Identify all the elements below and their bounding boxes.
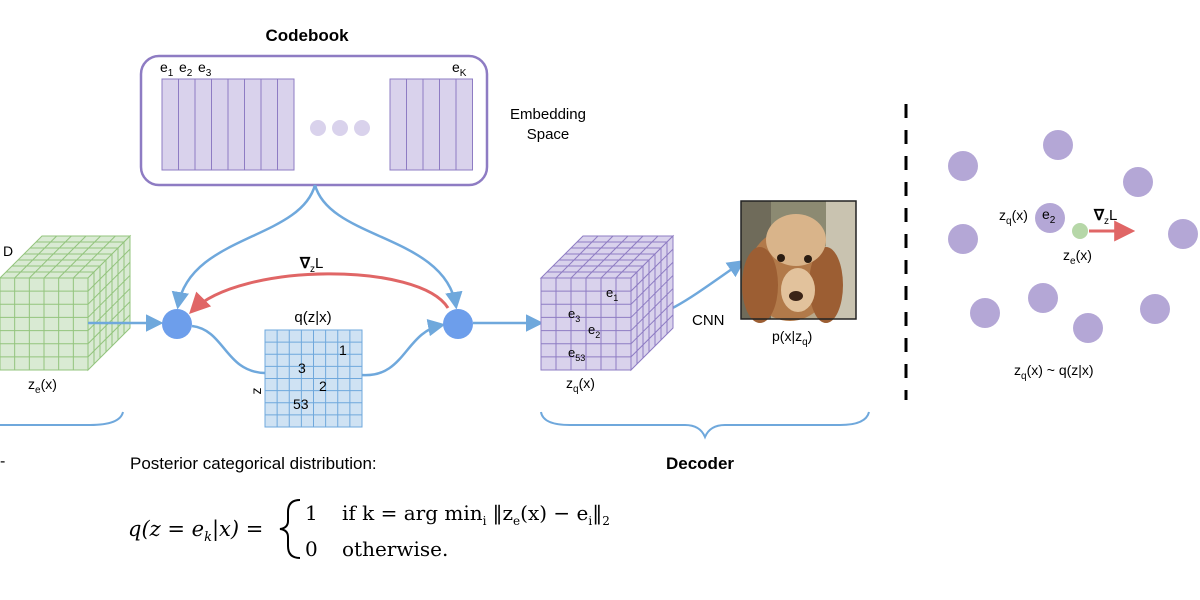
codebook-label-eK: eK [452,59,467,79]
encoder-dim-label: D [3,243,13,259]
right-zq-label: zq(x) [999,207,1028,227]
decoder-cube-e2: e2 [588,322,600,340]
formula-lhs: q(z = ek|x) = [128,517,263,545]
ellipsis-dot [332,120,348,136]
arrow-left-node-to-grid [191,324,266,375]
ellipsis-dot [354,120,370,136]
posterior-grid [264,329,363,428]
codebook-point [1073,313,1103,343]
embedding-space-line2: Space [527,126,570,143]
decoder-cube [539,234,675,372]
formula-case2-condition: otherwise. [342,537,448,561]
codebook-point [948,151,978,181]
encoder-brace [0,411,124,427]
grid-title: q(z|x) [294,309,331,326]
left-cut-mark: - [0,453,5,470]
decoder-label: Decoder [666,454,734,473]
right-ze-label: ze(x) [1063,247,1092,267]
codebook-point [1168,219,1198,249]
ellipsis-dot [310,120,326,136]
right-gradient-label: ∇zL [1093,207,1117,227]
posterior-formula: q(z = ek|x) = 1 if k = arg mini‖ze(x) − … [128,499,610,561]
encoder-cube [0,234,132,372]
codebook-point [948,224,978,254]
decoder-cube-e3: e3 [568,306,580,324]
codebook-ellipsis [310,120,370,136]
decoder-cube-e53: e53 [568,345,585,363]
codebook-point-e2 [1035,203,1065,233]
codebook-point [1123,167,1153,197]
codebook-label-e3: e3 [198,59,212,79]
node-right [443,309,473,339]
formula-brace [279,499,301,559]
grid-cell-2: 2 [319,378,327,394]
reconstructed-dog-image [740,200,857,323]
cnn-label: CNN [692,312,725,329]
right-bottom-label: zq(x) ~ q(z|x) [1014,362,1094,382]
node-left [162,309,192,339]
arrow-codebook-to-right-node [313,184,463,310]
arrow-grid-to-right-node [361,319,446,377]
grid-axis-label: z [248,388,264,395]
decoder-output-label: zq(x) [566,375,595,395]
grid-cell-53: 53 [293,396,309,412]
codebook-title: Codebook [265,26,349,45]
embedding-space-line1: Embedding [510,106,586,123]
codebook-label-e1: e1 [160,59,174,79]
posterior-heading: Posterior categorical distribution: [130,454,377,473]
embedding-points [948,130,1198,343]
right-e2-label: e2 [1042,206,1056,226]
image-caption: p(x|zq) [772,328,812,348]
decoder-cube-e1: e1 [606,285,618,303]
decoder-brace [540,411,870,440]
formula-case1-condition: if k = arg mini‖ze(x) − ei‖2 [342,501,610,528]
gradient-arrow [189,272,450,314]
gradient-label: ∇zL [299,255,323,275]
codebook-point [1043,130,1073,160]
encoder-output-point [1072,223,1088,239]
formula-case1-value: 1 [305,501,318,525]
codebook-point [970,298,1000,328]
codebook-vectors-right [389,78,473,171]
grid-cell-1: 1 [339,342,347,358]
codebook-point [1140,294,1170,324]
grid-cell-3: 3 [298,360,306,376]
formula-case2-value: 0 [305,537,318,561]
arrow-codebook-to-left-node [171,184,317,310]
codebook-label-e2: e2 [179,59,193,79]
codebook-vectors-left [161,78,295,171]
codebook-point [1028,283,1058,313]
encoder-output-label: ze(x) [28,376,57,396]
